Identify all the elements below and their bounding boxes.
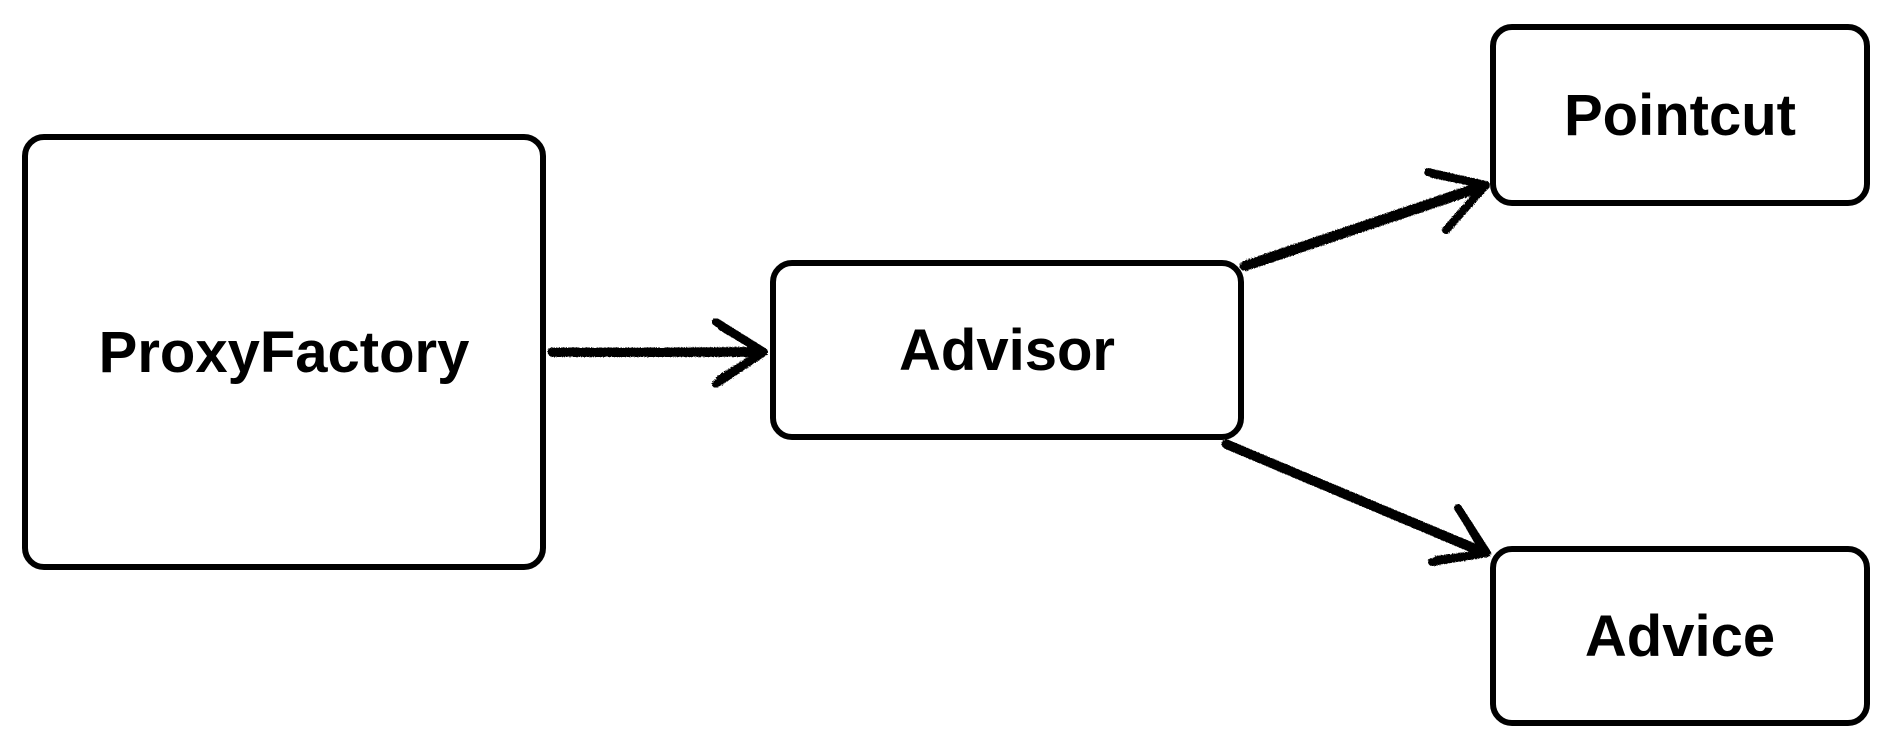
arrow-advisor-to-pointcut [1239,168,1490,271]
advice-label: Advice [1584,603,1776,669]
arrow-proxyfactory-to-advisor [547,318,768,388]
advice-box: Advice [1490,546,1870,726]
advisor-box: Advisor [770,260,1244,440]
advisor-label: Advisor [899,317,1115,383]
proxyfactory-label: ProxyFactory [98,319,470,385]
pointcut-label: Pointcut [1564,82,1796,148]
pointcut-box: Pointcut [1490,24,1870,206]
proxyfactory-box: ProxyFactory [22,134,546,570]
arrow-advisor-to-advice [1221,439,1491,566]
